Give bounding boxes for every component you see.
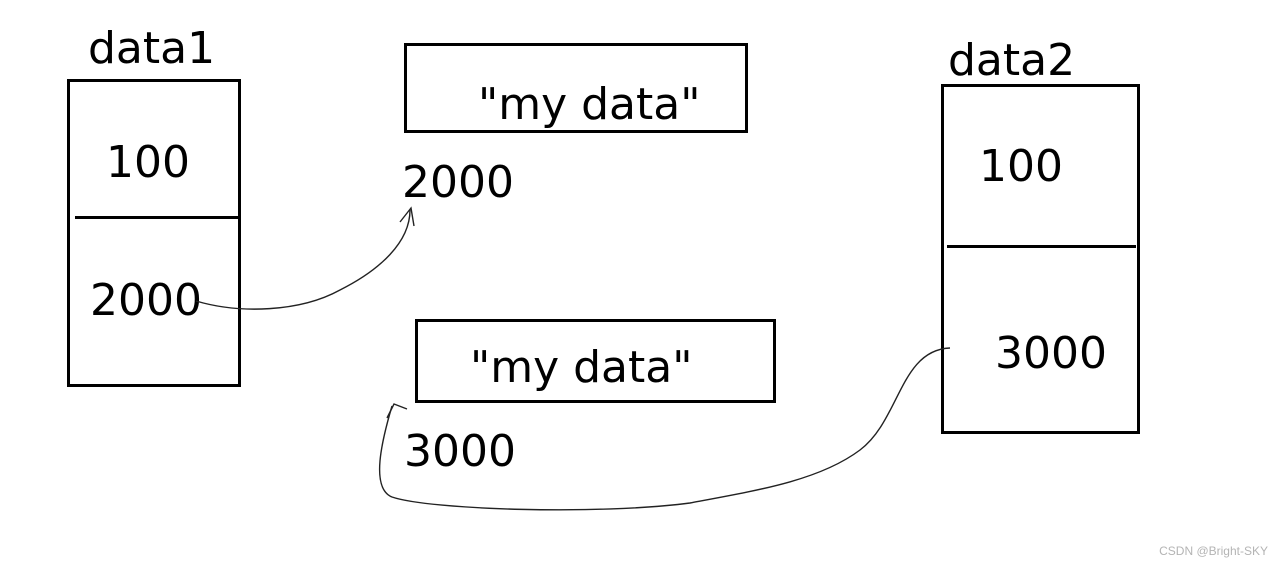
data2-bottom-value: 3000 [995,328,1107,379]
data1-top-value: 100 [106,137,190,188]
string-block-1-text: "my data" [478,79,701,130]
string-block-2-text: "my data" [470,342,693,393]
string-block-1-address: 2000 [402,157,514,208]
pointer-arrow-data1 [195,209,411,310]
data2-title: data2 [948,35,1076,86]
watermark: CSDN @Bright-SKY [1159,544,1268,558]
pointer-arrow-data2 [378,347,951,511]
string-block-2-address: 3000 [404,426,516,477]
data2-divider [947,245,1136,248]
arrowhead-data1 [399,206,415,227]
data2-top-value: 100 [979,141,1063,192]
data1-title: data1 [88,23,216,74]
data1-bottom-value: 2000 [90,275,202,326]
data1-box [67,79,241,387]
data2-box [941,84,1140,434]
string-block-2 [415,319,776,403]
arrowhead-data2 [386,403,408,419]
string-block-1 [404,43,748,133]
data1-divider [75,216,238,219]
